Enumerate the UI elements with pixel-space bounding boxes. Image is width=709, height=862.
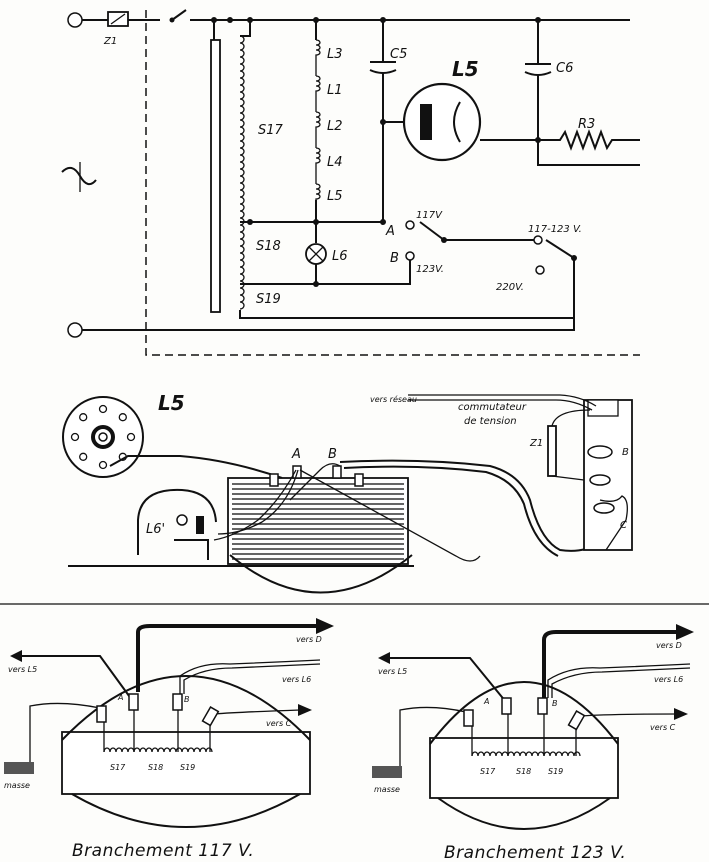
label-l2: L2	[327, 119, 343, 134]
left-b: B	[184, 695, 190, 704]
wiring-label-z1: Z1	[529, 438, 543, 449]
label-commutateur: commutateur	[458, 402, 527, 413]
detail-123v: masse vers L5 vers D vers L6 vers C A B …	[372, 624, 694, 862]
transformer-core	[210, 39, 221, 313]
wiring-label-b-right: B	[622, 447, 629, 458]
label-117-123v: 117-123 V.	[528, 224, 582, 235]
resistor-r3	[538, 129, 640, 151]
right-caption: Branchement 123 V.	[444, 843, 626, 862]
autotransformer-winding	[239, 35, 245, 310]
voltage-selector-switch	[419, 221, 445, 241]
chassis-dashed-outline	[145, 10, 640, 356]
wiring-fuse-z1	[547, 425, 557, 477]
wiring-drawing: L5 L6' A B B C Z	[62, 391, 633, 594]
right-vers-d: vers D	[656, 641, 682, 650]
label-123v: 123V.	[416, 264, 444, 275]
socket-pin	[98, 460, 108, 470]
detail-117v: masse vers L5 vers D vers L6 vers C A B …	[4, 618, 334, 861]
right-b: B	[552, 699, 558, 708]
label-de-tension: de tension	[464, 416, 517, 427]
left-vers-c: vers C	[266, 719, 292, 728]
socket-pin	[70, 432, 80, 442]
wiring-label-l5: L5	[158, 391, 185, 415]
label-l5-coil: L5	[327, 189, 343, 204]
ac-symbol	[61, 166, 97, 186]
mains-switch	[171, 9, 187, 21]
label-l5-tube: L5	[452, 57, 479, 81]
left-a: A	[117, 693, 123, 702]
label-s19: S19	[256, 292, 281, 307]
label-r3: R3	[578, 117, 595, 132]
switch-contact-a	[405, 220, 415, 230]
mains-terminal-top	[67, 12, 83, 28]
label-220v: 220V.	[496, 282, 524, 293]
wiring-label-a: A	[291, 447, 301, 462]
right-vers-c: vers C	[650, 723, 676, 732]
socket-pin	[118, 413, 127, 422]
label-s18: S18	[256, 239, 281, 254]
label-c5: C5	[390, 47, 407, 62]
ground-right	[372, 766, 402, 778]
wiring-label-l6: L6'	[146, 522, 165, 537]
right-s18: S18	[516, 767, 531, 776]
label-l1: L1	[327, 83, 343, 98]
label-l3: L3	[327, 47, 343, 62]
power-transformer	[227, 477, 409, 565]
circuit-schematic: Z1 S17 S18 S19 L3 L1	[61, 9, 640, 356]
label-a: A	[385, 224, 395, 239]
mains-voltage-switch	[545, 239, 575, 259]
label-117v: 117V	[416, 210, 443, 221]
voltage-selector-plate	[583, 399, 633, 551]
socket-pin	[98, 404, 108, 414]
left-caption: Branchement 117 V.	[72, 841, 254, 861]
label-z1: Z1	[103, 36, 117, 47]
socket-pin	[79, 452, 88, 461]
mains-terminal-bottom	[67, 322, 83, 338]
label-l4: L4	[327, 155, 343, 170]
label-s17: S17	[258, 123, 284, 138]
lamp-holder-l6	[137, 488, 217, 555]
right-vers-l5: vers L5	[378, 667, 407, 676]
socket-pin	[126, 432, 136, 442]
tube-l5	[402, 82, 482, 162]
wiring-label-b: B	[328, 447, 337, 462]
transformer-body-left	[61, 731, 311, 795]
right-a: A	[483, 697, 489, 706]
label-b: B	[390, 251, 399, 266]
transformer-body-right	[429, 737, 619, 799]
left-s18: S18	[148, 763, 163, 772]
right-masse: masse	[374, 785, 400, 794]
left-masse: masse	[4, 781, 30, 790]
ground-left	[4, 762, 34, 774]
left-vers-l6: vers L6	[282, 675, 311, 684]
heater-chain-coils	[315, 39, 321, 220]
left-s19: S19	[180, 763, 195, 772]
label-l6: L6	[332, 249, 348, 264]
label-vers: vers réseau	[370, 394, 417, 404]
switch-contact-b	[405, 251, 415, 261]
wiring-label-c-right: C	[620, 520, 627, 531]
switch-contact-220	[535, 265, 545, 275]
label-c6: C6	[556, 61, 573, 76]
switch-contact-117-123	[533, 235, 543, 245]
right-s17: S17	[480, 767, 496, 776]
right-vers-l6: vers L6	[654, 675, 683, 684]
left-s17: S17	[110, 763, 126, 772]
socket-pin	[79, 413, 88, 422]
left-vers-l5: vers L5	[8, 665, 37, 674]
left-vers-d: vers D	[296, 635, 322, 644]
right-s19: S19	[548, 767, 563, 776]
